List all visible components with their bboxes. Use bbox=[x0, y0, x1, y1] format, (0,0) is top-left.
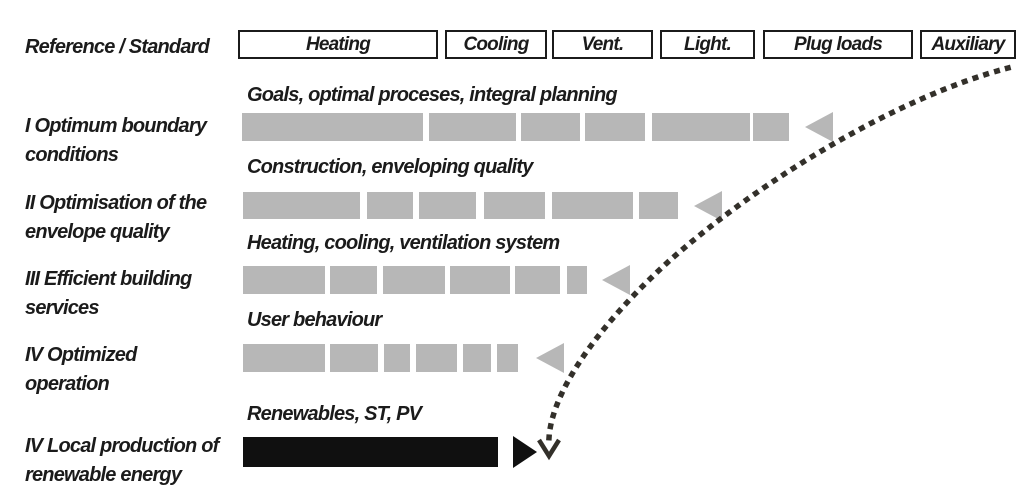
bar-segment-gray bbox=[567, 266, 587, 294]
bar-segment-gray bbox=[416, 344, 457, 372]
row-label-efficient-building-services: III Efficient building services bbox=[25, 265, 192, 323]
row-label-optimisation-envelope-quality: II Optimisation of the envelope quality bbox=[25, 189, 207, 247]
bar-segment-gray bbox=[585, 113, 645, 141]
category-label-hvac-system: Heating, cooling, ventilation system bbox=[247, 232, 560, 254]
category-label-goals-planning: Goals, optimal proceses, integral planni… bbox=[247, 84, 618, 106]
bar-segment-gray bbox=[652, 113, 750, 141]
row-label-line: renewable energy bbox=[25, 464, 182, 486]
bar-segment-gray bbox=[367, 192, 413, 219]
bar-segment-gray bbox=[463, 344, 491, 372]
column-header-heating: Heating bbox=[238, 30, 438, 59]
category-label-construction: Construction, enveloping quality bbox=[247, 156, 533, 178]
bar-segment-gray bbox=[521, 113, 580, 141]
bar-segment-gray bbox=[330, 266, 377, 294]
bar-segment-gray bbox=[243, 192, 360, 219]
gray-arrow-left-icon bbox=[536, 343, 564, 373]
row-label-line: I Optimum boundary bbox=[25, 115, 207, 137]
row-label-optimum-boundary-conditions: I Optimum boundary conditions bbox=[25, 112, 207, 170]
column-header-plug-loads: Plug loads bbox=[763, 30, 913, 59]
row-label-local-production-renewable-energy: IV Local production of renewable energy bbox=[25, 432, 219, 490]
bar-segment-black bbox=[243, 437, 498, 467]
column-header-light: Light. bbox=[660, 30, 755, 59]
bar-segment-gray bbox=[639, 192, 678, 219]
reference-standard-label: Reference / Standard bbox=[25, 36, 210, 58]
bar-segment-gray bbox=[384, 344, 410, 372]
bar-segment-gray bbox=[243, 344, 325, 372]
gray-arrow-left-icon bbox=[694, 191, 722, 221]
bar-segment-gray bbox=[484, 192, 545, 219]
category-label-user-behaviour: User behaviour bbox=[247, 309, 382, 331]
gray-arrow-left-icon bbox=[805, 112, 833, 142]
row-label-line: conditions bbox=[25, 144, 119, 166]
category-label-renewables-st-pv: Renewables, ST, PV bbox=[247, 403, 422, 425]
row-label-line: services bbox=[25, 297, 99, 319]
row-label-line: operation bbox=[25, 373, 110, 395]
curve-arrowhead-down-icon bbox=[537, 438, 561, 461]
row-label-line: envelope quality bbox=[25, 221, 170, 243]
gray-arrow-left-icon bbox=[602, 265, 630, 295]
bar-segment-gray bbox=[243, 266, 325, 294]
bar-segment-gray bbox=[383, 266, 445, 294]
bar-segment-gray bbox=[515, 266, 560, 294]
column-header-vent: Vent. bbox=[552, 30, 653, 59]
row-label-line: IV Optimized bbox=[25, 344, 137, 366]
bar-segment-gray bbox=[419, 192, 476, 219]
black-arrow-right-icon bbox=[513, 436, 537, 468]
column-header-cooling: Cooling bbox=[445, 30, 547, 59]
column-header-auxiliary: Auxiliary bbox=[920, 30, 1016, 59]
row-label-line: III Efficient building bbox=[25, 268, 192, 290]
bar-segment-gray bbox=[497, 344, 518, 372]
bar-segment-gray bbox=[429, 113, 516, 141]
bar-segment-gray bbox=[330, 344, 378, 372]
row-label-line: II Optimisation of the bbox=[25, 192, 207, 214]
row-label-line: IV Local production of bbox=[25, 435, 219, 457]
bar-segment-gray bbox=[450, 266, 510, 294]
bar-segment-gray bbox=[242, 113, 423, 141]
row-label-optimized-operation: IV Optimized operation bbox=[25, 341, 137, 399]
bar-segment-gray bbox=[552, 192, 633, 219]
bar-segment-gray bbox=[753, 113, 789, 141]
